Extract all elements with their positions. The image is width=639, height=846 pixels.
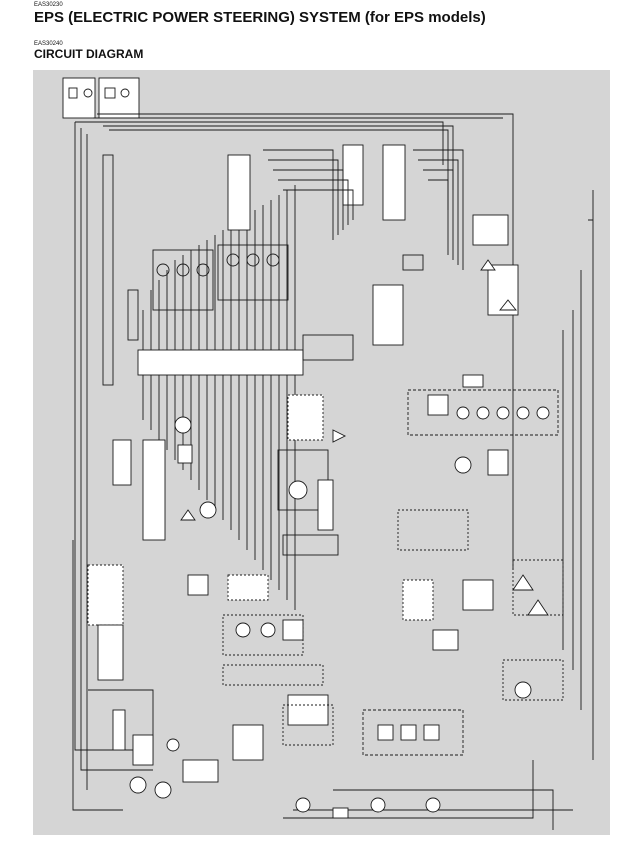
circuit-diagram	[33, 70, 610, 835]
page-title: EPS (ELECTRIC POWER STEERING) SYSTEM (fo…	[34, 9, 486, 26]
circuit-diagram-drawing	[62, 77, 594, 830]
subsection-code: EAS30240	[34, 41, 63, 47]
connector-icon	[98, 77, 140, 119]
ground-terminal-icon	[62, 77, 96, 119]
section-subtitle: CIRCUIT DIAGRAM	[34, 47, 144, 61]
section-code: EAS30230	[34, 2, 63, 8]
